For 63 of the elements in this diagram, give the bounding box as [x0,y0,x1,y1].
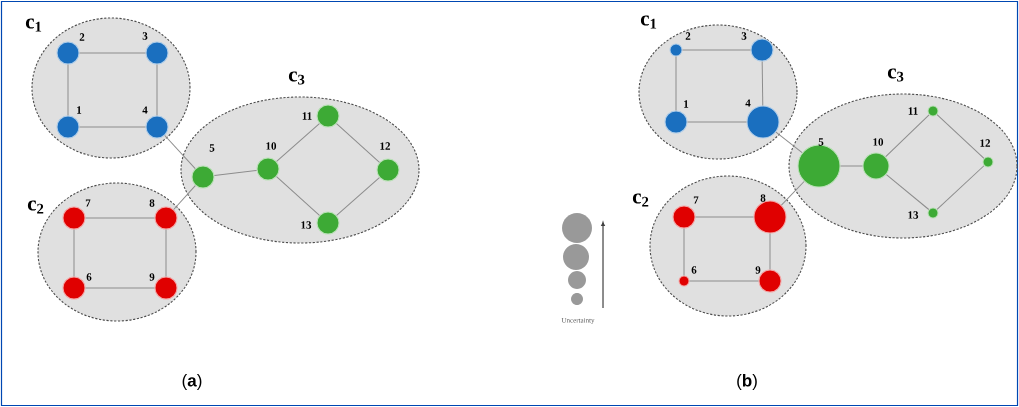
vertex-number: 9 [149,273,155,281]
edge-line [682,49,751,51]
vertex-number: 4 [745,99,751,107]
edge-line [769,233,771,270]
edge-line [276,176,320,216]
edge-line [936,165,985,210]
vertex-number: 8 [149,199,155,207]
edge-line [276,123,320,162]
edge-line [683,228,685,276]
vertex-number: 4 [142,106,148,114]
vertex-number: 6 [691,266,697,274]
edge-line [165,229,167,277]
edge-line [336,177,380,216]
edge-line [689,280,759,282]
vertex-number: 7 [693,196,699,204]
edge-line [885,114,930,158]
edge-line [85,287,155,289]
vertex-number: 12 [980,139,991,147]
node-label: c [640,15,650,26]
edge-line [79,52,146,54]
vertex-number: 9 [755,266,761,274]
edge-line [780,181,805,206]
edge-line [67,64,69,116]
edge-line [79,126,146,128]
vertex-number: 2 [685,32,691,40]
vertex-number: 3 [142,32,148,40]
edge-line [164,134,196,170]
vertex-number: 13 [301,221,312,229]
edge-line [213,169,258,177]
vertex-number: 12 [380,142,391,150]
edge-line [885,174,930,210]
edge-line [761,61,764,106]
edge-line [73,229,75,277]
edge-line [840,165,863,167]
edge-line [936,114,985,159]
edge-line [156,64,158,116]
panel-label: (b) [737,374,757,390]
edge-line [695,216,754,218]
node-label: c$_{3}$ [288,71,305,85]
vertex-number: 3 [741,32,747,40]
vertex-number: 13 [908,211,919,219]
edge-line [85,217,155,219]
vertex-number: 2 [79,33,85,41]
edge-line [675,56,677,111]
edge-line [336,123,380,163]
vertex-number: 1 [684,100,689,108]
vertex-number: 10 [266,142,277,150]
panel-label: (a) [182,374,202,390]
edge-line [173,185,196,210]
node-label: c$_{2}$ [632,193,649,207]
vertex-number: 5 [209,144,215,152]
vertex-number: 11 [302,112,312,120]
vertex-number: 11 [908,107,918,115]
vertex-number: 8 [760,194,766,202]
vertex-number: 6 [86,273,92,281]
node-label: c [27,200,36,211]
vertex-number: 7 [85,199,91,207]
edge-line [687,121,747,123]
vertex-number: 5 [818,138,824,146]
vertex-number: 1 [77,106,82,114]
vertex-number: 10 [873,138,884,146]
node-label: c$_{3}$ [887,68,904,82]
edge-line [775,131,803,154]
